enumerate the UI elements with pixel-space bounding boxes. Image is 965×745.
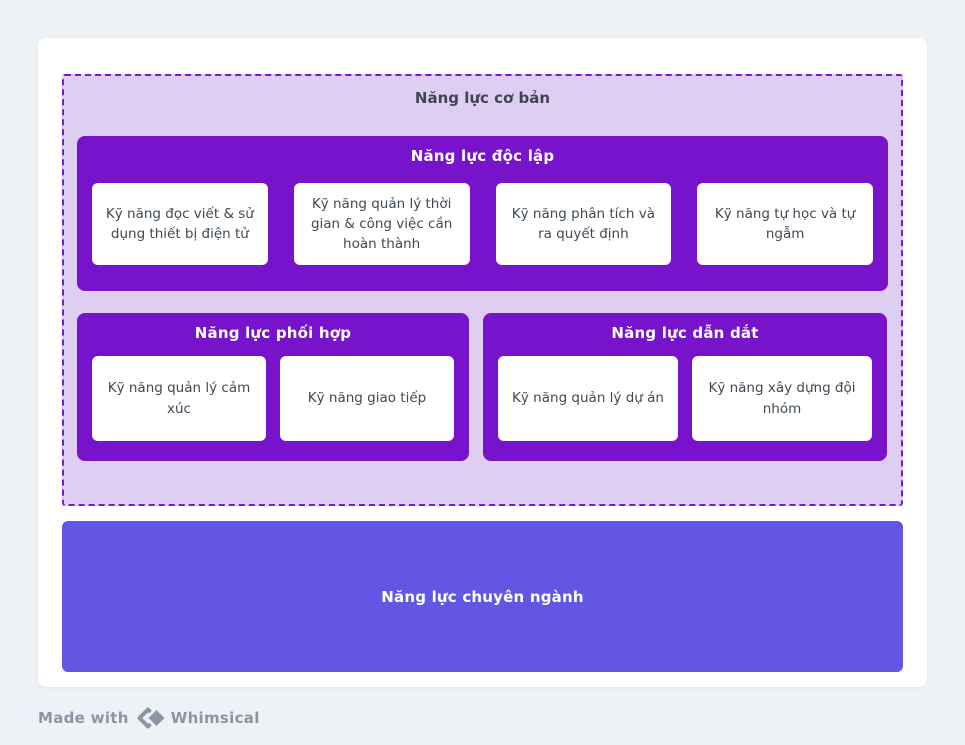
diagram-canvas: Năng lực cơ bản Năng lực độc lập Kỹ năng… bbox=[38, 38, 927, 687]
box-title: Năng lực độc lập bbox=[410, 147, 555, 165]
skill-card[interactable]: Kỹ năng quản lý cảm xúc bbox=[92, 356, 266, 441]
skill-cards-row: Kỹ năng quản lý dự án Kỹ năng xây dựng đ… bbox=[498, 356, 872, 441]
skill-card-label: Kỹ năng phân tích và ra quyết định bbox=[511, 205, 655, 242]
skill-cards-row: Kỹ năng quản lý cảm xúc Kỹ năng giao tiế… bbox=[92, 356, 454, 441]
skill-card[interactable]: Kỹ năng quản lý thời gian & công việc cầ… bbox=[293, 183, 470, 265]
skill-card[interactable]: Kỹ năng quản lý dự án bbox=[498, 356, 678, 441]
whimsical-brand-label: Whimsical bbox=[170, 709, 260, 727]
box-title: Năng lực dẫn dắt bbox=[611, 324, 759, 342]
skill-card[interactable]: Kỹ năng phân tích và ra quyết định bbox=[495, 183, 672, 265]
group-title: Năng lực cơ bản bbox=[414, 89, 551, 107]
box-independent-competencies[interactable]: Năng lực độc lập Kỹ năng đọc viết & sử d… bbox=[77, 136, 888, 291]
skill-card-label: Kỹ năng quản lý dự án bbox=[512, 390, 664, 407]
box-title: Năng lực phối hợp bbox=[194, 324, 352, 342]
skill-card-label: Kỹ năng tự học và tự ngẫm bbox=[714, 205, 856, 242]
skill-card-label: Kỹ năng xây dựng đội nhóm bbox=[708, 380, 856, 417]
box-title: Năng lực chuyên ngành bbox=[381, 587, 584, 606]
made-with-whimsical-link[interactable]: Made with Whimsical bbox=[38, 704, 260, 732]
skill-card-label: Kỹ năng đọc viết & sử dụng thiết bị điện… bbox=[105, 205, 254, 242]
made-with-label: Made with bbox=[38, 709, 129, 727]
skill-card[interactable]: Kỹ năng tự học và tự ngẫm bbox=[697, 183, 873, 265]
skill-card[interactable]: Kỹ năng giao tiếp bbox=[280, 356, 454, 441]
box-leadership-competencies[interactable]: Năng lực dẫn dắt Kỹ năng quản lý dự án K… bbox=[483, 313, 887, 461]
skill-card-label: Kỹ năng giao tiếp bbox=[307, 390, 427, 407]
box-specialized-competencies[interactable]: Năng lực chuyên ngành bbox=[62, 521, 903, 672]
skill-card[interactable]: Kỹ năng xây dựng đội nhóm bbox=[692, 356, 872, 441]
group-core-competencies[interactable]: Năng lực cơ bản Năng lực độc lập Kỹ năng… bbox=[62, 74, 903, 506]
skill-card-label: Kỹ năng quản lý thời gian & công việc cầ… bbox=[310, 195, 453, 253]
skill-card[interactable]: Kỹ năng đọc viết & sử dụng thiết bị điện… bbox=[92, 183, 268, 265]
skill-card-label: Kỹ năng quản lý cảm xúc bbox=[107, 380, 251, 417]
skill-cards-row: Kỹ năng đọc viết & sử dụng thiết bị điện… bbox=[92, 183, 873, 265]
whimsical-logo-icon bbox=[137, 706, 168, 730]
box-coordination-competencies[interactable]: Năng lực phối hợp Kỹ năng quản lý cảm xú… bbox=[77, 313, 469, 461]
